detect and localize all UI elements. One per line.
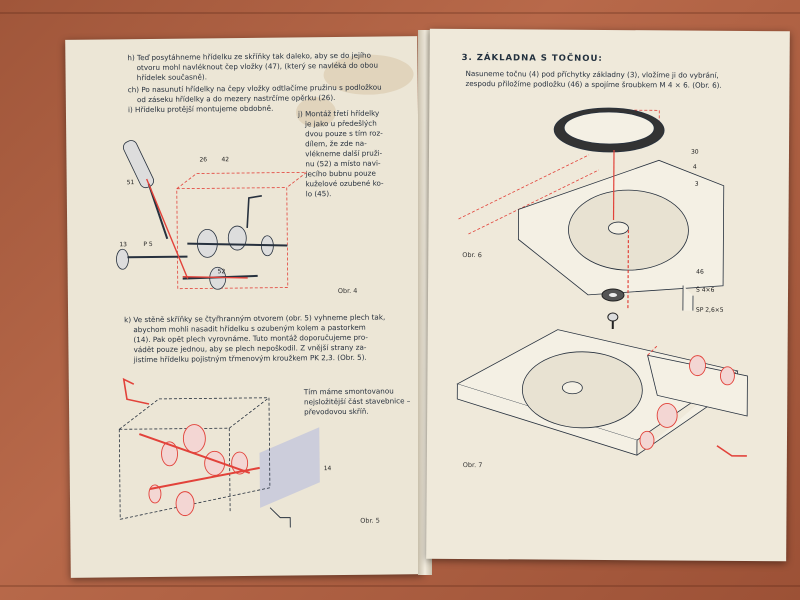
paragraph-j: j) Montáž třetí hřídelky je jako u přede… (297, 108, 384, 199)
section-paragraph: Nasuneme točnu (4) pod příchytky základn… (465, 69, 722, 90)
figure-5-diagram (118, 377, 320, 528)
figure-7-diagram (456, 329, 748, 457)
figure-6-diagram (458, 107, 725, 311)
fig4-label-52: 52 (217, 268, 226, 276)
figure-7-caption: Obr. 7 (462, 460, 483, 470)
fig6-label-s46: Š 4×6 (696, 286, 715, 294)
figure-4-diagram (116, 140, 308, 290)
fig4-label-42: 42 (221, 156, 230, 164)
section-heading: 3. ZÁKLADNA S TOČNOU: (461, 52, 603, 64)
wood-grain (0, 585, 800, 587)
paragraph-k: k) Ve stěně skříňky se čtyřhranným otvor… (124, 312, 386, 365)
washer-screw-diagram (601, 288, 625, 330)
fig6-label-46: 46 (696, 268, 704, 276)
fig4-label-51: 51 (126, 179, 135, 187)
figure-4-caption: Obr. 4 (337, 286, 358, 296)
fig6-label-3: 3 (694, 180, 699, 188)
fig4-label-p5: P 5 (143, 240, 153, 249)
fig6-label-30: 30 (690, 148, 699, 156)
right-page: 3. ZÁKLADNA S TOČNOU: Nasuneme točnu (4)… (426, 28, 790, 562)
fig6-label-sp: SP 2,6×5 (695, 306, 724, 314)
wood-grain (0, 12, 800, 14)
summary-text: Tím máme smontovanou nejsložitější část … (303, 386, 413, 417)
figure-6-caption: Obr. 6 (462, 250, 482, 260)
fig4-label-26: 26 (199, 156, 208, 164)
fig6-label-4: 4 (692, 163, 697, 171)
fig5-label-14: 14 (323, 465, 332, 473)
left-page: h) Teď posytáhneme hřídelku ze skříňky t… (65, 36, 423, 578)
fig4-label-13: 13 (119, 241, 128, 249)
figure-5-caption: Obr. 5 (360, 516, 380, 525)
paragraph-h: h) Teď posytáhneme hřídelku ze skříňky t… (127, 50, 379, 83)
